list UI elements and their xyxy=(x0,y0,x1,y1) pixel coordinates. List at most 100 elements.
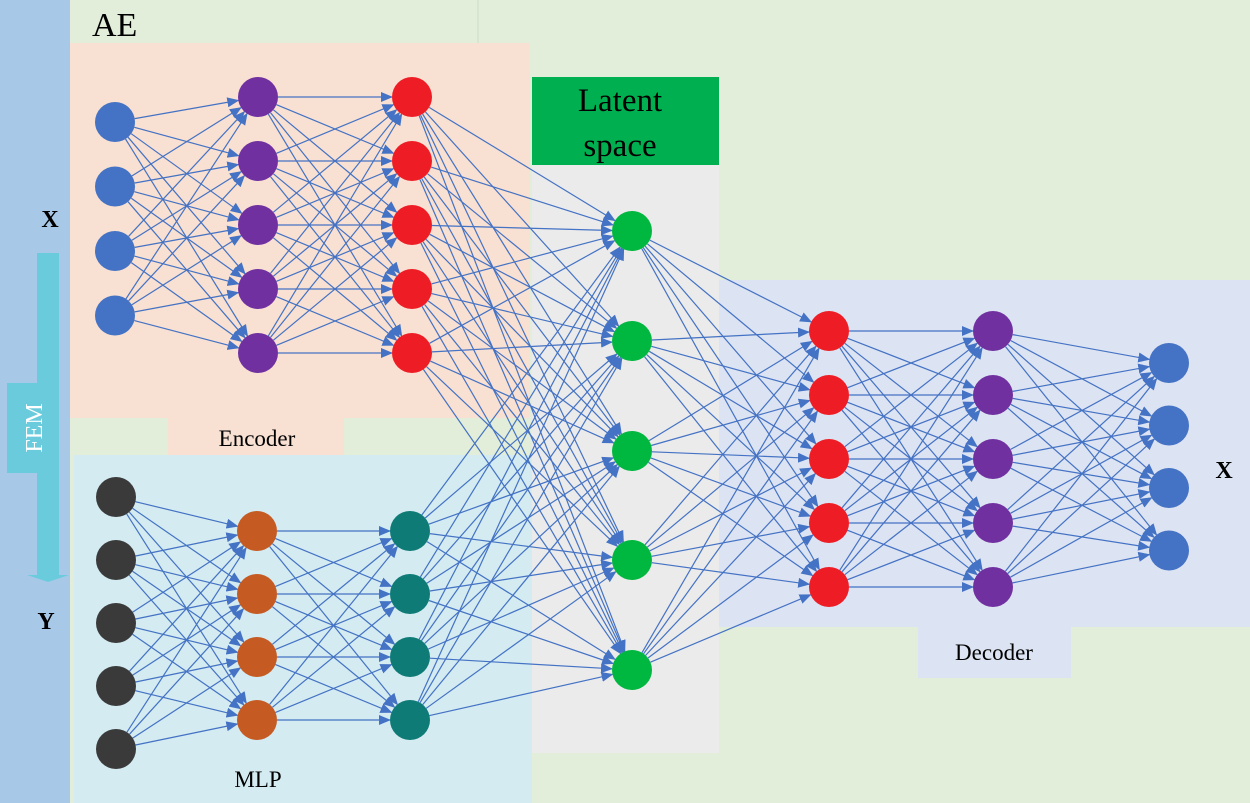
encoder-hidden-node xyxy=(392,205,432,245)
encoder-latent-edge xyxy=(422,113,622,435)
connections xyxy=(124,92,1158,746)
decoder-output-node xyxy=(1149,405,1189,446)
encoder-latent-edge xyxy=(430,166,614,227)
mlp-latent-edge xyxy=(421,246,621,516)
mlp-edge xyxy=(135,532,239,557)
mlp-latent-edge xyxy=(424,353,618,519)
x-input-label: X xyxy=(41,207,59,233)
decoder-edge xyxy=(841,409,981,573)
mlp-edge xyxy=(272,606,396,708)
mlp-latent-edge xyxy=(424,463,619,644)
mlp-latent-edge xyxy=(421,356,622,641)
latent-node xyxy=(612,321,652,361)
decoder-label-box xyxy=(918,627,1071,678)
mlp-edge xyxy=(129,545,245,672)
decoder-edge xyxy=(1012,461,1151,488)
latent-decoder-edge xyxy=(650,594,812,663)
encoder-hidden-node xyxy=(392,269,432,309)
latent-decoder-edge xyxy=(647,243,815,383)
mlp-edge xyxy=(272,543,396,645)
latent-decoder-edge xyxy=(651,562,811,588)
encoder-latent-edge xyxy=(424,304,621,546)
encoder-hidden-node xyxy=(238,141,278,181)
encoder-edge xyxy=(134,320,240,350)
encoder-latent-edge xyxy=(431,224,613,236)
decoder-edge xyxy=(1007,375,1155,510)
decoder-edge xyxy=(1012,551,1151,584)
encoder-latent-edge xyxy=(422,241,622,545)
mlp-hidden-node xyxy=(390,574,430,614)
encoder-latent-edge xyxy=(424,111,620,327)
decoder-edge xyxy=(1004,377,1158,572)
encoder-hidden-node xyxy=(238,77,278,117)
latent-space-label-line1: Latent xyxy=(578,83,662,119)
latent-decoder-edge xyxy=(641,248,820,571)
encoder-latent-edge xyxy=(418,115,626,653)
encoder-latent-edge xyxy=(421,178,623,544)
decoder-edge xyxy=(1012,334,1151,363)
latent-decoder-edge xyxy=(644,356,818,573)
mlp-edge xyxy=(135,721,239,746)
mlp-edge xyxy=(126,546,247,733)
mlp-panel xyxy=(74,455,532,803)
decoder-hidden-node xyxy=(809,311,849,351)
latent-decoder-edge xyxy=(650,457,812,518)
encoder-latent-edge xyxy=(430,360,615,444)
mlp-hidden-node xyxy=(237,511,277,551)
mlp-hidden-node xyxy=(237,574,277,614)
encoder-label-box xyxy=(168,418,344,455)
mlp-edge xyxy=(275,538,393,587)
encoder-latent-edge xyxy=(422,369,622,655)
mlp-hidden-node xyxy=(390,511,430,551)
mlp-input-node xyxy=(96,603,136,643)
encoder-edge xyxy=(276,104,395,154)
decoder-edge xyxy=(1012,525,1151,551)
decoder-hidden-node xyxy=(809,375,849,415)
mlp-input-node xyxy=(96,666,136,706)
latent-node xyxy=(612,431,652,471)
decoder-hidden-node xyxy=(973,503,1013,543)
mlp-latent-edge xyxy=(419,247,623,578)
decoder-hidden-node xyxy=(973,311,1013,351)
y-output-label: Y xyxy=(37,609,54,635)
decoder-edge xyxy=(1010,403,1153,480)
decoder-hidden-node xyxy=(973,439,1013,479)
decoder-edge xyxy=(844,470,978,576)
encoder-latent-edge xyxy=(426,366,619,547)
mlp-latent-edge xyxy=(426,461,617,584)
encoder-latent-edge xyxy=(421,305,623,654)
encoder-hidden-node xyxy=(238,269,278,309)
mlp-input-node xyxy=(96,477,136,517)
latent-decoder-edge xyxy=(646,354,816,511)
encoder-latent-edge xyxy=(419,179,625,653)
latent-decoder-edge xyxy=(648,461,814,577)
latent-header xyxy=(532,77,719,165)
latent-decoder-edge xyxy=(651,327,810,341)
encoder-edge xyxy=(273,109,398,213)
decoder-edge xyxy=(1007,407,1155,538)
latent-decoder-edge xyxy=(644,245,817,445)
encoder-edge xyxy=(131,107,242,177)
decoder-edge xyxy=(1012,397,1151,426)
decoder-hidden-node xyxy=(973,375,1013,415)
decoder-output-node xyxy=(1149,343,1189,383)
decoder-edge xyxy=(839,346,983,571)
decoder-edge xyxy=(1005,346,1158,536)
mlp-edge xyxy=(132,541,242,613)
encoder-edge xyxy=(267,113,403,337)
fem-arrow xyxy=(7,253,69,582)
latent-node xyxy=(612,211,652,251)
mlp-latent-edge xyxy=(429,657,613,674)
ae-label: AE xyxy=(92,7,137,44)
encoder-latent-edge xyxy=(429,233,616,333)
decoder-edge xyxy=(1007,343,1155,476)
encoder-label: Encoder xyxy=(219,426,296,451)
decoder-edge xyxy=(1010,339,1153,417)
encoder-input-node xyxy=(95,231,135,271)
encoder-edge xyxy=(131,235,242,306)
mlp-edge xyxy=(132,667,242,739)
mlp-edge xyxy=(269,545,399,705)
latent-decoder-edge xyxy=(643,410,818,655)
latent-decoder-edge xyxy=(642,247,819,508)
mlp-hidden-node xyxy=(390,700,430,740)
